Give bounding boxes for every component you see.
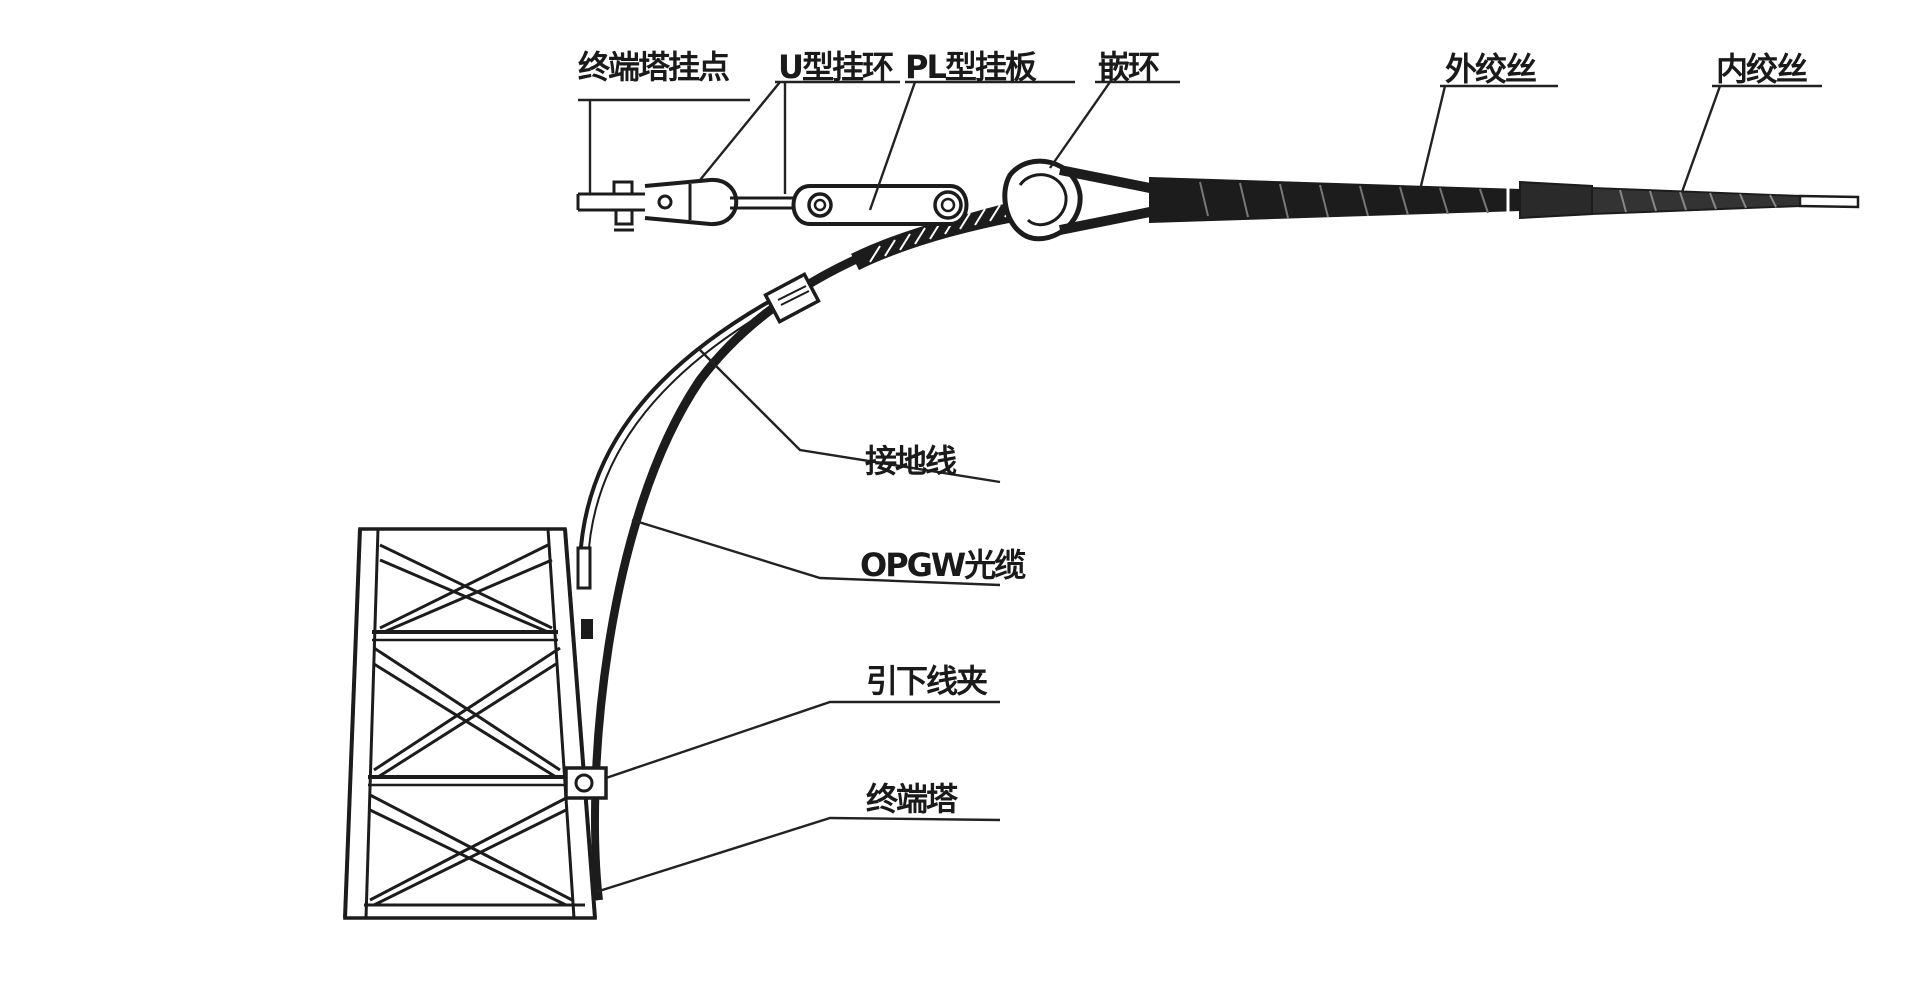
label-outer-rods: 外绞丝 [1445,50,1536,88]
ground-wire [578,288,795,563]
label-pl-plate: PL型挂板 [905,48,1037,86]
link-part [730,196,800,210]
label-downlead-clamp: 引下线夹 [866,662,988,700]
label-ground-wire: 接地线 [865,442,957,480]
label-tower-hanging-point: 终端塔挂点 [578,48,730,86]
label-u-shackle: U型挂环 [778,48,893,86]
label-terminal-tower: 终端塔 [866,780,959,818]
ground-wire-connector [763,272,821,324]
u-shackle-part [644,177,739,227]
downlead-clamp-part [564,766,608,800]
terminal-tower [343,527,597,920]
pl-plate-part [791,184,969,226]
outer-rods [1059,165,1593,235]
label-inner-rods: 内绞丝 [1716,50,1807,88]
label-thimble: 嵌环 [1098,48,1159,86]
leader-lines [578,80,1822,894]
tower-leg-clip [576,546,593,639]
label-opgw-cable: OPGW光缆 [860,546,1026,584]
inner-rods [1591,186,1860,216]
